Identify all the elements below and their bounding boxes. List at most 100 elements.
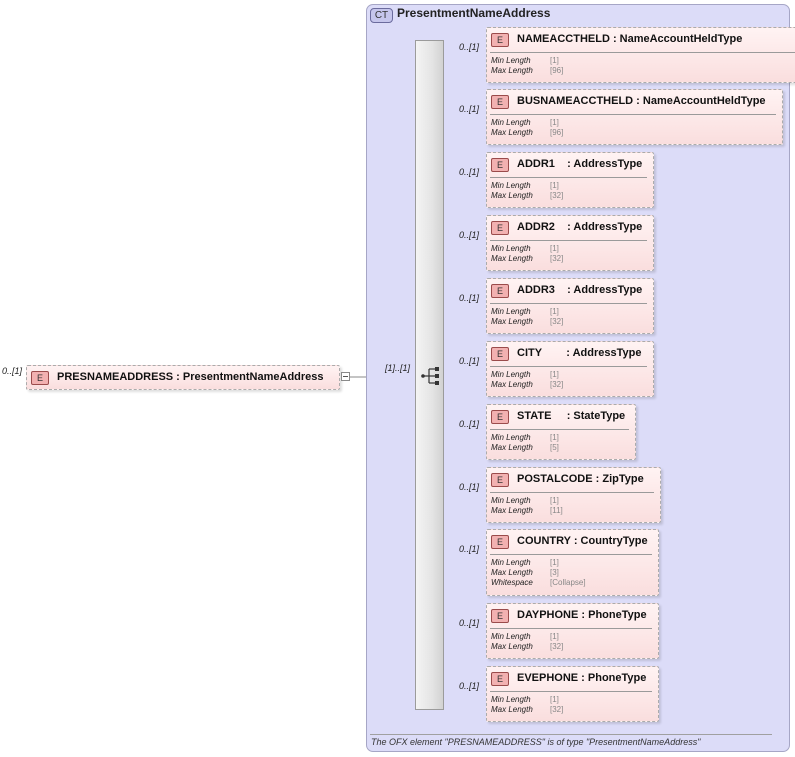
facet-value: [32] [550, 642, 564, 651]
facet-name: Min Length [491, 632, 531, 641]
facet-row: Min Length [1] [491, 695, 559, 705]
root-multiplicity: 0..[1] [2, 366, 23, 376]
collapse-toggle[interactable] [341, 372, 350, 381]
facet-value: [32] [550, 380, 564, 389]
facet-row: Max Length[3] [491, 568, 559, 578]
facet-row: Max Length[32] [491, 191, 563, 201]
element-label: ADDR1 : AddressType [517, 158, 643, 170]
facet-name: Max Length [491, 380, 533, 389]
facet-row: Max Length [11] [491, 506, 563, 516]
facet-value: [1] [550, 695, 559, 704]
facet-row: Max Length [96] [491, 66, 563, 76]
facet-value: [Collapse] [550, 578, 586, 587]
facet-name: Max Length [491, 506, 533, 515]
facet-row: Max Length[32] [491, 254, 563, 264]
element-divider [490, 366, 647, 367]
facet-name: Min Length [491, 56, 531, 65]
facet-name: Min Length [491, 695, 531, 704]
element-label: CITY : AddressType [517, 347, 642, 359]
facet-row: Whitespace[Collapse] [491, 578, 586, 588]
footer-description: The OFX element "PRESNAMEADDRESS" is of … [371, 737, 701, 747]
facet-value: [32] [550, 191, 564, 200]
ct-badge-icon: CT [370, 8, 393, 23]
element-badge-icon: E [31, 371, 49, 385]
facet-value: [1] [550, 496, 559, 505]
sequence-multiplicity: [1]..[1] [385, 363, 411, 373]
facet-row: Min Length [1] [491, 632, 559, 642]
element-multiplicity: 0..[1] [459, 482, 480, 492]
facet-row: Min Length [1] [491, 118, 559, 128]
facet-value: [32] [550, 317, 564, 326]
element-divider [490, 177, 647, 178]
facet-value: [5] [550, 443, 559, 452]
facet-name: Min Length [491, 181, 531, 190]
element-multiplicity: 0..[1] [459, 104, 480, 114]
facet-name: Min Length [491, 496, 531, 505]
facet-name: Max Length [491, 128, 533, 137]
facet-row: Min Length [1] [491, 370, 559, 380]
facet-row: Max Length[5] [491, 443, 559, 453]
facet-row: Max Length[32] [491, 705, 563, 715]
element-multiplicity: 0..[1] [459, 293, 480, 303]
root-element-presnameaddress[interactable]: E PRESNAMEADDRESS : PresentmentNameAddre… [26, 365, 340, 390]
facet-value: [1] [550, 433, 559, 442]
facet-name: Min Length [491, 433, 531, 442]
facet-name: Max Length [491, 66, 533, 75]
facet-value: [96] [550, 66, 564, 75]
element-divider [490, 52, 795, 53]
facet-row: Min Length[1] [491, 307, 559, 317]
element-multiplicity: 0..[1] [459, 618, 480, 628]
facet-row: Max Length [32] [491, 317, 563, 327]
facet-name: Min Length [491, 370, 531, 379]
facet-row: Min Length[1] [491, 56, 559, 66]
element-badge-icon: E [491, 609, 509, 623]
element-label: COUNTRY : CountryType [517, 535, 648, 547]
element-divider [490, 303, 647, 304]
element-divider [490, 628, 652, 629]
element-badge-icon: E [491, 158, 509, 172]
facet-row: Min Length [1] [491, 433, 559, 443]
facet-value: [11] [550, 506, 563, 515]
facet-name: Min Length [491, 118, 531, 127]
facet-value: [1] [550, 118, 559, 127]
facet-value: [1] [550, 632, 559, 641]
facet-name: Max Length [491, 254, 533, 263]
element-badge-icon: E [491, 473, 509, 487]
element-multiplicity: 0..[1] [459, 42, 480, 52]
facet-row: Max Length[32] [491, 642, 563, 652]
complex-type-title: PresentmentNameAddress [397, 6, 551, 20]
element-divider [490, 240, 647, 241]
element-label: POSTALCODE : ZipType [517, 473, 644, 485]
element-badge-icon: E [491, 410, 509, 424]
element-multiplicity: 0..[1] [459, 419, 480, 429]
element-divider [490, 691, 652, 692]
facet-row: Max Length [96] [491, 128, 563, 138]
element-badge-icon: E [491, 347, 509, 361]
element-badge-icon: E [491, 221, 509, 235]
facet-value: [96] [550, 128, 564, 137]
facet-row: Min Length[1] [491, 244, 559, 254]
element-badge-icon: E [491, 284, 509, 298]
facet-value: [1] [550, 558, 559, 567]
facet-name: Max Length [491, 317, 533, 326]
element-label: BUSNAMEACCTHELD : NameAccountHeldType [517, 95, 766, 107]
element-label: NAMEACCTHELD : NameAccountHeldType [517, 33, 743, 45]
element-divider [490, 492, 654, 493]
sequence-icon [421, 367, 439, 385]
facet-value: [1] [550, 370, 559, 379]
element-badge-icon: E [491, 535, 509, 549]
facet-value: [3] [550, 568, 559, 577]
element-multiplicity: 0..[1] [459, 544, 480, 554]
element-badge-icon: E [491, 95, 509, 109]
